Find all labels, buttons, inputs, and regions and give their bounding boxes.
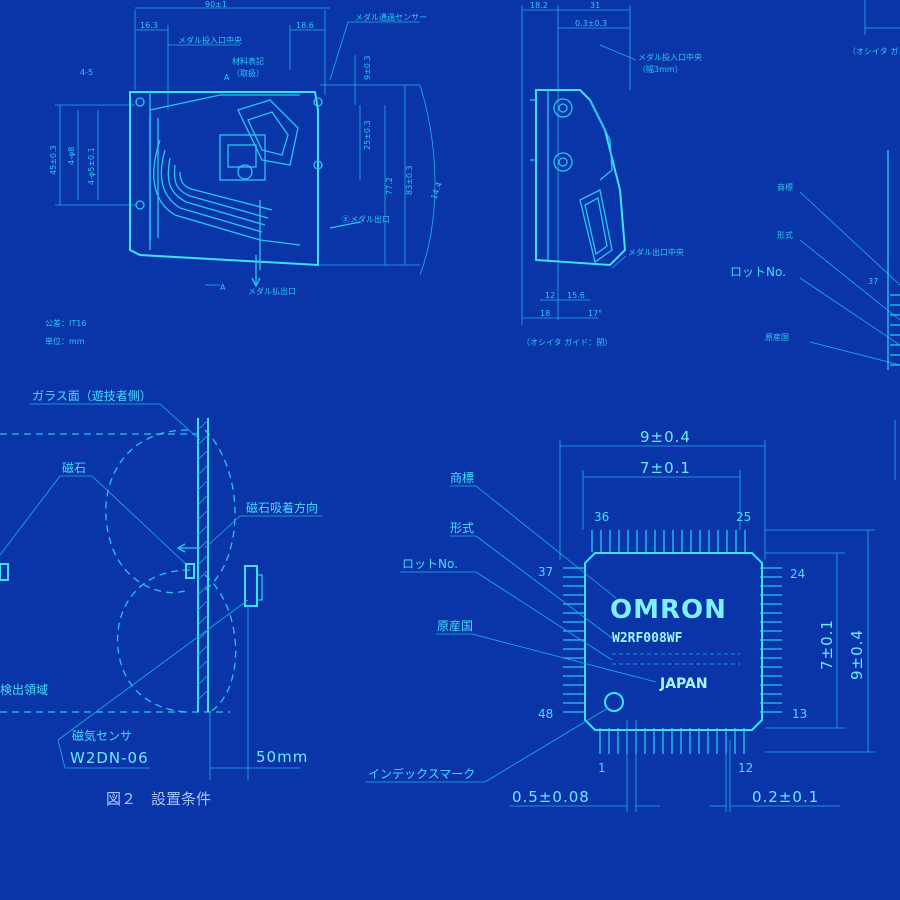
frag-label-lot: ロットNo. xyxy=(730,265,786,279)
label-lot: ロットNo. xyxy=(402,557,458,571)
label-detection-area: 検出領域 xyxy=(0,682,48,697)
frag-label-brand: 商標 xyxy=(777,182,793,192)
dim-9: 9±0.3 xyxy=(363,55,372,80)
frag-label-origin: 原産国 xyxy=(765,332,789,342)
pins-left xyxy=(563,567,585,713)
pin-37: 37 xyxy=(538,565,553,579)
index-mark-icon xyxy=(604,692,624,712)
label-glass-surface: ガラス面（遊技者側） xyxy=(32,388,152,403)
label-brand: 商標 xyxy=(450,470,474,485)
pin-24: 24 xyxy=(790,567,805,581)
label-guide-note: （オシイタ ガイド：閉） xyxy=(522,337,612,347)
pin-12: 12 xyxy=(738,761,753,775)
dim-pitch: 0.5±0.08 xyxy=(512,788,590,806)
ic-package-drawing: 9±0.4 7±0.1 7±0.1 9±0.4 OMRON W2RF008WF xyxy=(366,428,875,812)
label-origin: 原産国 xyxy=(437,618,473,633)
ic-brand-logo: OMRON xyxy=(610,595,727,625)
figure-caption: 図２ 設置条件 xyxy=(106,790,211,808)
dim-18: 18 xyxy=(540,309,550,318)
label-index-mark: インデックスマーク xyxy=(368,766,475,781)
dim-17deg: 17° xyxy=(588,309,602,318)
dim-width-inner: 7±0.1 xyxy=(640,459,691,477)
pin-25: 25 xyxy=(736,510,751,524)
dim-0-3: 0.3±0.3 xyxy=(575,19,607,28)
dim-height-outer: 9±0.4 xyxy=(848,629,866,680)
label-magnetic-sensor: 磁気センサ xyxy=(72,728,132,743)
label-distance: 50mm xyxy=(256,748,308,766)
label-material-sub: （取扱） xyxy=(232,68,264,78)
pin-1: 1 xyxy=(598,761,606,775)
frag-label-type: 形式 xyxy=(777,230,793,240)
pin-48: 48 xyxy=(538,707,553,721)
label-guide-note-fragment: （オシイタ ガ xyxy=(848,46,898,56)
dim-width-total: 90±1 xyxy=(205,0,227,9)
installation-figure: ガラス面（遊技者側） 磁石 磁石吸着方向 検出領域 磁気センサ W2DN-06 … xyxy=(0,388,322,808)
magnetic-sensor-body xyxy=(244,565,258,607)
pins-top xyxy=(591,530,746,552)
dim-4-phi8: 4-φ8 xyxy=(67,147,76,165)
label-type: 形式 xyxy=(450,521,474,535)
top-right-fragment: （オシイタ ガ 商標 形式 ロットNo. 原産国 37 xyxy=(730,0,900,480)
medal-selector-front-view: 90±1 16.3 18.6 メダル投入口中央 メダル通過センサー 材料表記 （… xyxy=(45,0,444,346)
pin-36: 36 xyxy=(594,510,609,524)
label-medal-out-center: メダル出口中央 xyxy=(628,247,684,257)
medal-selector-side-view: 18.2 31 0.3±0.3 メダル投入口中央 （幅3mm） メダル出口中央 … xyxy=(521,1,702,347)
pins-bottom xyxy=(599,728,745,754)
label-medal-in-width: （幅3mm） xyxy=(638,64,683,74)
label-medal-in-side: メダル投入口中央 xyxy=(638,52,702,62)
magnet-block-left xyxy=(0,563,9,581)
dim-77: 77.2 xyxy=(385,177,394,195)
section-a-top: A xyxy=(224,73,230,82)
dim-height-inner: 7±0.1 xyxy=(818,619,836,670)
dim-16-3: 16.3 xyxy=(140,21,158,30)
dim-15-6: 15.6 xyxy=(567,291,585,300)
ic-country: JAPAN xyxy=(659,676,708,692)
ic-body xyxy=(584,552,763,731)
dim-width-outer: 9±0.4 xyxy=(640,428,691,446)
label-magnet-direction: 磁石吸着方向 xyxy=(246,500,318,515)
ic-model-number: W2RF008WF xyxy=(612,631,683,646)
label-material: 材料表記 xyxy=(232,56,264,66)
dim-4-5: 4-5 xyxy=(80,68,93,77)
dim-4-phi5: 4-φ5±0.1 xyxy=(87,147,96,185)
dim-45: 45±0.3 xyxy=(49,145,58,175)
label-unit: 単位：mm xyxy=(45,336,85,346)
label-medal-sensor: メダル通過センサー xyxy=(355,12,427,22)
label-medal-out-right: Ⓔメダル出口 xyxy=(342,214,390,224)
pins-right xyxy=(760,567,782,713)
dim-18-2: 18.2 xyxy=(530,1,548,10)
label-sensor-model: W2DN-06 xyxy=(70,749,149,767)
label-medal-out-bottom: メダル払出口 xyxy=(248,286,296,296)
dim-83: 83±0.3 xyxy=(405,165,414,195)
dim-18-6: 18.6 xyxy=(296,21,314,30)
dim-lead-width: 0.2±0.1 xyxy=(752,788,819,806)
dim-31: 31 xyxy=(590,1,600,10)
dim-25: 25±0.3 xyxy=(363,120,372,150)
dim-12: 12 xyxy=(545,291,555,300)
label-tolerance: 公差：IT16 xyxy=(45,318,86,328)
section-a-bottom: A xyxy=(220,283,226,292)
frag-pin-37: 37 xyxy=(868,277,878,286)
pin-13: 13 xyxy=(792,707,807,721)
label-medal-in-center: メダル投入口中央 xyxy=(178,35,242,45)
label-magnet: 磁石 xyxy=(62,460,86,475)
magnet-block xyxy=(185,563,195,579)
dim-14-4: 14.4 xyxy=(429,181,444,201)
